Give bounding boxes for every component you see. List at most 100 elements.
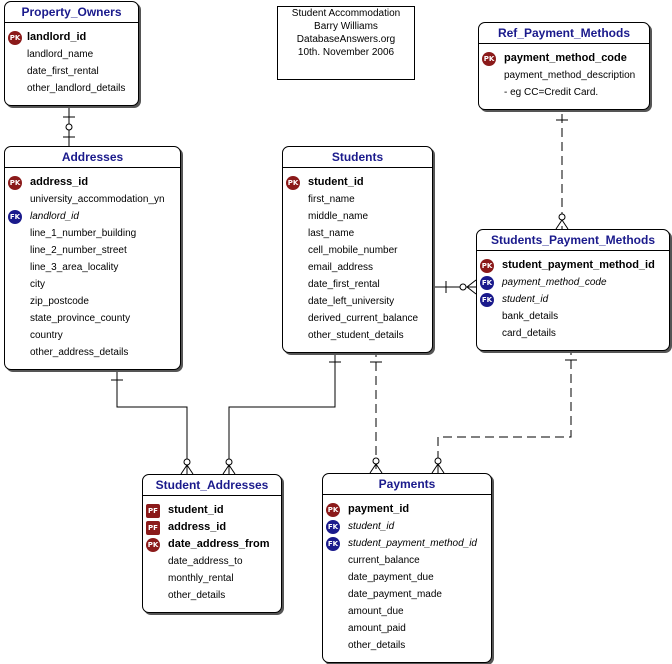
attribute-row[interactable]: line_2_number_street — [5, 242, 180, 259]
attribute-row[interactable]: other_landlord_details — [5, 80, 138, 97]
attribute-name: city — [30, 279, 45, 290]
attribute-row[interactable]: other_details — [143, 587, 281, 604]
optional-circle — [65, 123, 73, 131]
attribute-row[interactable]: date_payment_made — [323, 586, 491, 603]
foreign-key-icon: FK — [8, 210, 22, 224]
relationship-line — [437, 346, 572, 473]
attribute-row[interactable]: landlord_name — [5, 46, 138, 63]
attribute-row[interactable]: email_address — [283, 259, 432, 276]
attribute-name: other_student_details — [308, 330, 404, 341]
attribute-row[interactable]: country — [5, 327, 180, 344]
diagram-note: Student Accommodation Barry Williams Dat… — [277, 6, 415, 80]
attribute-name: date_first_rental — [308, 279, 380, 290]
attribute-row[interactable]: date_address_to — [143, 553, 281, 570]
attribute-row[interactable]: date_left_university — [283, 293, 432, 310]
attribute-name: last_name — [308, 228, 355, 239]
attribute-row[interactable]: middle_name — [283, 208, 432, 225]
optional-circle — [459, 283, 467, 291]
primary-key-icon: PK — [326, 503, 340, 517]
relationship-line — [116, 366, 188, 474]
attribute-row[interactable]: bank_details — [477, 308, 669, 325]
attribute-name: amount_paid — [348, 623, 406, 634]
attribute-row[interactable]: FK landlord_id — [5, 208, 180, 225]
attribute-row[interactable]: current_balance — [323, 552, 491, 569]
attribute-row[interactable]: derived_current_balance — [283, 310, 432, 327]
attribute-row[interactable]: city — [5, 276, 180, 293]
entity-title: Students_Payment_Methods — [477, 230, 669, 251]
attribute-row[interactable]: other_address_details — [5, 344, 180, 361]
attribute-name: other_details — [168, 590, 226, 601]
attribute-name: state_province_county — [30, 313, 131, 324]
attribute-name: date_payment_due — [348, 572, 434, 583]
attribute-row[interactable]: date_payment_due — [323, 569, 491, 586]
attribute-name: cell_mobile_number — [308, 245, 398, 256]
attribute-row[interactable]: payment_method_description — [479, 67, 649, 84]
attribute-name: student_payment_method_id — [502, 259, 655, 271]
attribute-row[interactable]: state_province_county — [5, 310, 180, 327]
attribute-row[interactable]: other_details — [323, 637, 491, 654]
entity-title: Ref_Payment_Methods — [479, 23, 649, 44]
attribute-row[interactable]: card_details — [477, 325, 669, 342]
optional-circle — [558, 213, 566, 221]
attribute-name: landlord_id — [30, 211, 79, 222]
attribute-row[interactable]: cell_mobile_number — [283, 242, 432, 259]
attribute-row[interactable]: university_accommodation_yn — [5, 191, 180, 208]
attribute-row[interactable]: amount_paid — [323, 620, 491, 637]
attribute-name: card_details — [502, 328, 556, 339]
primary-key-icon: PK — [482, 52, 496, 66]
foreign-key-icon: FK — [480, 276, 494, 290]
attribute-name: student_id — [308, 176, 364, 188]
entity-title: Students — [283, 147, 432, 168]
foreign-key-icon: FK — [326, 537, 340, 551]
attribute-name: zip_postcode — [30, 296, 89, 307]
attribute-row[interactable]: - eg CC=Credit Card. — [479, 84, 649, 101]
attribute-row[interactable]: zip_postcode — [5, 293, 180, 310]
attribute-row[interactable]: date_first_rental — [5, 63, 138, 80]
attribute-row[interactable]: monthly_rental — [143, 570, 281, 587]
attribute-row[interactable]: first_name — [283, 191, 432, 208]
attribute-name: email_address — [308, 262, 374, 273]
attribute-name: current_balance — [348, 555, 420, 566]
attribute-row[interactable]: amount_due — [323, 603, 491, 620]
attribute-row[interactable]: line_3_area_locality — [5, 259, 180, 276]
optional-circle — [434, 457, 442, 465]
attribute-row[interactable]: date_first_rental — [283, 276, 432, 293]
attribute-name: student_id — [348, 521, 395, 532]
attribute-row[interactable]: PK address_id — [5, 174, 180, 191]
attribute-row[interactable]: line_1_number_building — [5, 225, 180, 242]
attribute-name: landlord_name — [27, 49, 94, 60]
attribute-name: address_id — [30, 176, 89, 188]
attribute-row[interactable]: last_name — [283, 225, 432, 242]
relationship-line — [228, 348, 336, 474]
attribute-name: derived_current_balance — [308, 313, 419, 324]
note-line: Barry Williams — [314, 21, 378, 32]
note-line: DatabaseAnswers.org — [296, 34, 396, 45]
optional-circle — [372, 457, 380, 465]
attribute-name: other_details — [348, 640, 406, 651]
attribute-row[interactable]: other_student_details — [283, 327, 432, 344]
primary-key-icon: PK — [8, 176, 22, 190]
entity-title: Addresses — [5, 147, 180, 168]
